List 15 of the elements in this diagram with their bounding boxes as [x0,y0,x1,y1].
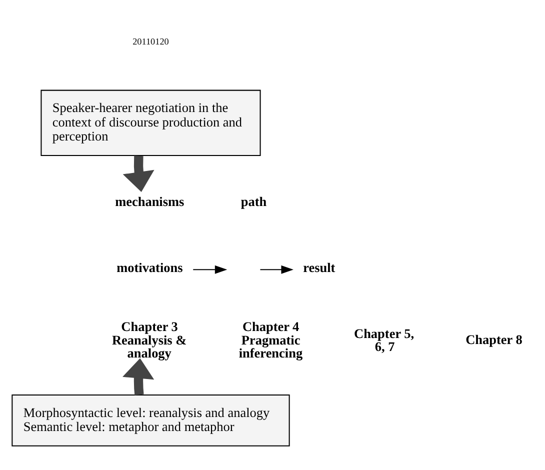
arrow [260,265,294,274]
node-text: result [303,260,336,276]
arrow [122,358,154,396]
node-box: Morphosyntactic level: reanalysis and analogy Semantic level: metaphor and metaphor [12,394,290,446]
node-text: path [240,194,267,209]
node-text: Chapter 3 Reanalysis & analogy [112,319,187,361]
label: Chapter 8 [466,332,522,347]
label: Chapter 4 Pragmatic inferencing [238,319,303,361]
label: Chapter 5, 6, 7 [354,326,414,354]
node-text: motivations [116,260,183,276]
node-text: mechanisms [115,194,184,209]
arrow [193,265,228,274]
arrow [122,156,154,192]
label: 20110120 [132,36,169,47]
node-box: Speaker-hearer negotiation in the context of discourse production and perception [40,90,261,156]
